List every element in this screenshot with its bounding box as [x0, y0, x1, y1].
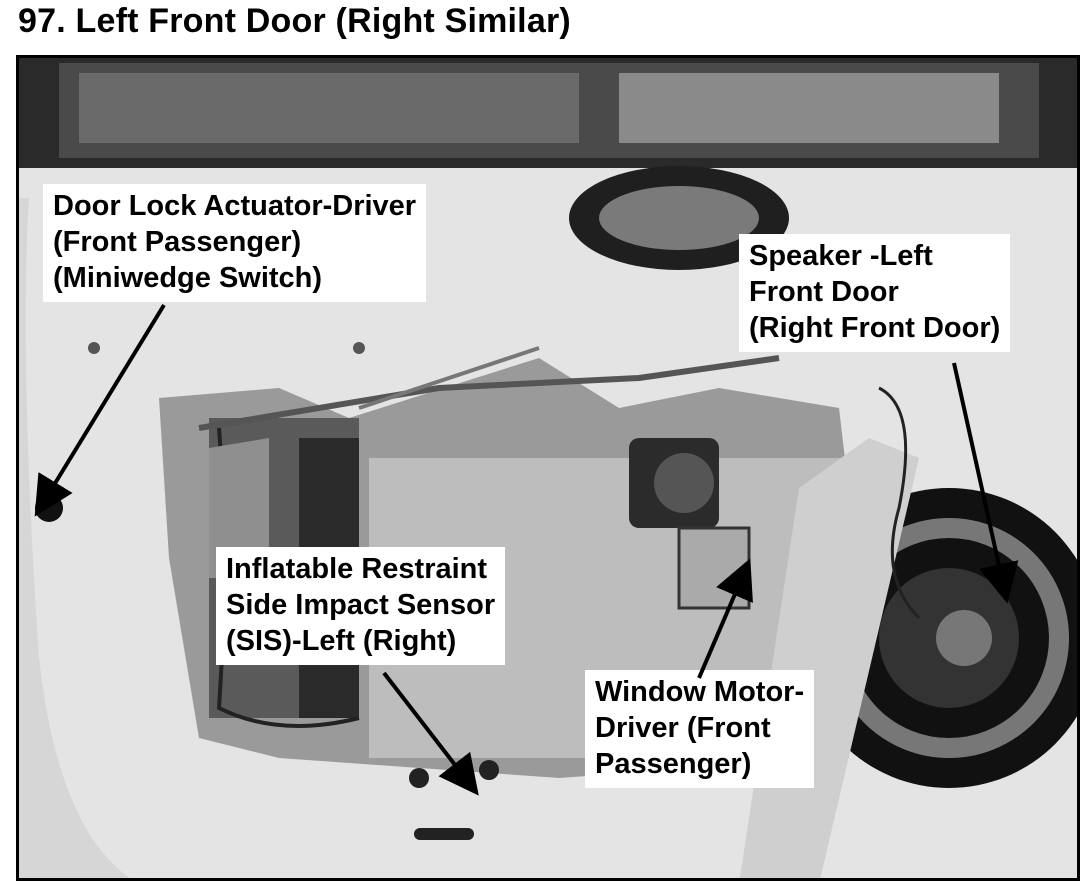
- sis-label: Inflatable Restraint Side Impact Sensor …: [216, 547, 506, 665]
- door-photo-illustration: [19, 58, 1077, 878]
- window-motor-line-2: Driver (Front: [595, 712, 771, 744]
- door-lock-line-3: (Miniwedge Switch): [53, 262, 323, 294]
- sis-line-3: (SIS)-Left (Right): [226, 625, 457, 657]
- speaker-label: Speaker -Left Front Door (Right Front Do…: [739, 234, 1011, 352]
- sis-line-2: Side Impact Sensor: [226, 589, 496, 621]
- door-lock-actuator-label: Door Lock Actuator-Driver (Front Passeng…: [43, 184, 427, 302]
- speaker-line-2: Front Door: [749, 276, 899, 308]
- door-lock-line-1: Door Lock Actuator-Driver: [53, 190, 417, 222]
- window-motor-label: Window Motor- Driver (Front Passenger): [585, 670, 815, 788]
- speaker-line-3: (Right Front Door): [749, 312, 1001, 344]
- window-motor-line-1: Window Motor-: [595, 676, 805, 708]
- window-motor-line-3: Passenger): [595, 748, 752, 780]
- sis-line-1: Inflatable Restraint: [226, 553, 488, 585]
- door-photo: Door Lock Actuator-Driver (Front Passeng…: [16, 55, 1080, 881]
- page-title: 97. Left Front Door (Right Similar): [18, 2, 571, 40]
- speaker-line-1: Speaker -Left: [749, 240, 933, 272]
- door-lock-line-2: (Front Passenger): [53, 226, 302, 258]
